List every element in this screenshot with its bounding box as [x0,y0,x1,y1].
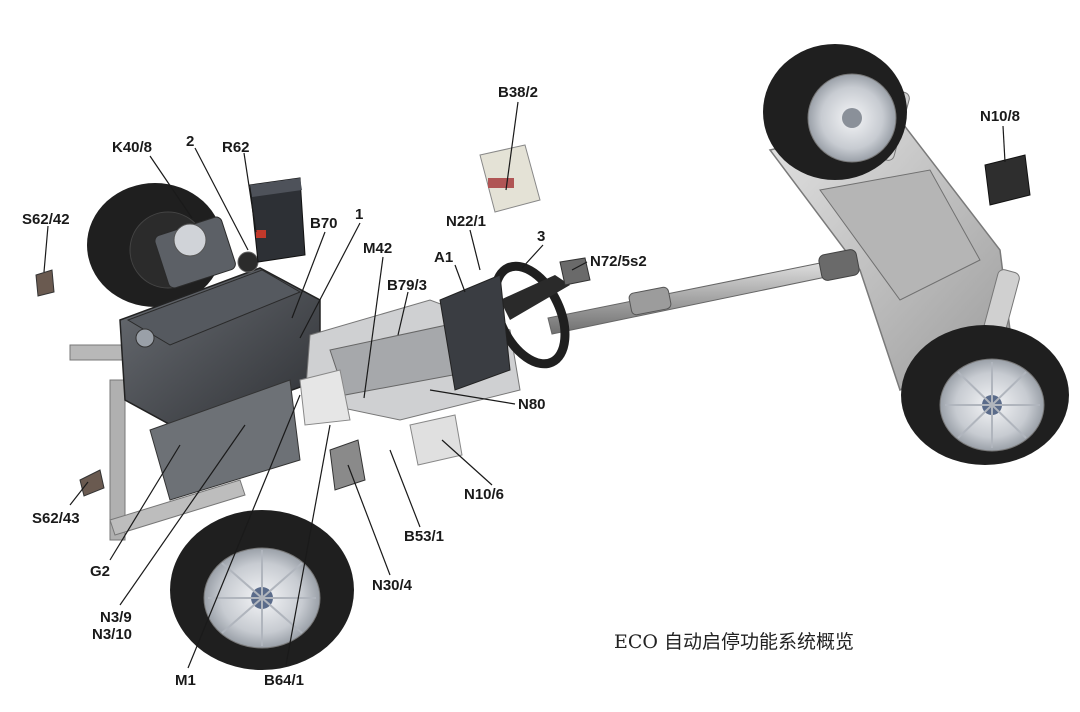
label-b38-2: B38/2 [498,84,538,101]
label-b64-1: B64/1 [264,672,304,689]
label-k40-8: K40/8 [112,139,152,156]
label-n72-5s2: N72/5s2 [590,253,647,270]
rain-light-sensor-b38-2 [479,144,541,213]
switch-s62-42 [35,269,55,297]
label-m42: M42 [363,240,392,257]
label-s62-42: S62/42 [22,211,70,228]
label-r62: R62 [222,139,250,156]
diagram-caption: ECO 自动启停功能系统概览 [614,631,854,653]
label-3: 3 [537,228,545,245]
label-n3-9: N3/9 [100,609,132,626]
label-b70: B70 [310,215,338,232]
battery [249,177,306,263]
label-n10-6: N10/6 [464,486,504,503]
front-right-wheel [170,510,354,670]
control-unit-n10-8 [984,154,1031,206]
label-m1: M1 [175,672,196,689]
rear-right-wheel [901,325,1069,465]
label-g2: G2 [90,563,110,580]
label-2: 2 [186,133,194,150]
label-n3-10: N3/10 [92,626,132,643]
control-unit-n30-4 [329,439,366,491]
label-b53-1: B53/1 [404,528,444,545]
label-n80: N80 [518,396,546,413]
label-a1: A1 [434,249,453,266]
drive-shaft [547,249,860,335]
label-n30-4: N30/4 [372,577,413,594]
callout-labels: B38/2 N10/8 K40/8 2 R62 S62/42 B70 1 M42… [22,84,1020,689]
label-1: 1 [355,206,363,223]
control-unit-n10-6 [409,414,463,466]
label-n22-1: N22/1 [446,213,486,230]
engine [119,216,321,501]
leader-lines [43,101,1006,669]
switch-s62-43 [79,469,105,497]
label-n10-8: N10/8 [980,108,1020,125]
rear-left-wheel [763,44,907,180]
label-b79-3: B79/3 [387,277,427,294]
label-s62-43: S62/43 [32,510,80,527]
